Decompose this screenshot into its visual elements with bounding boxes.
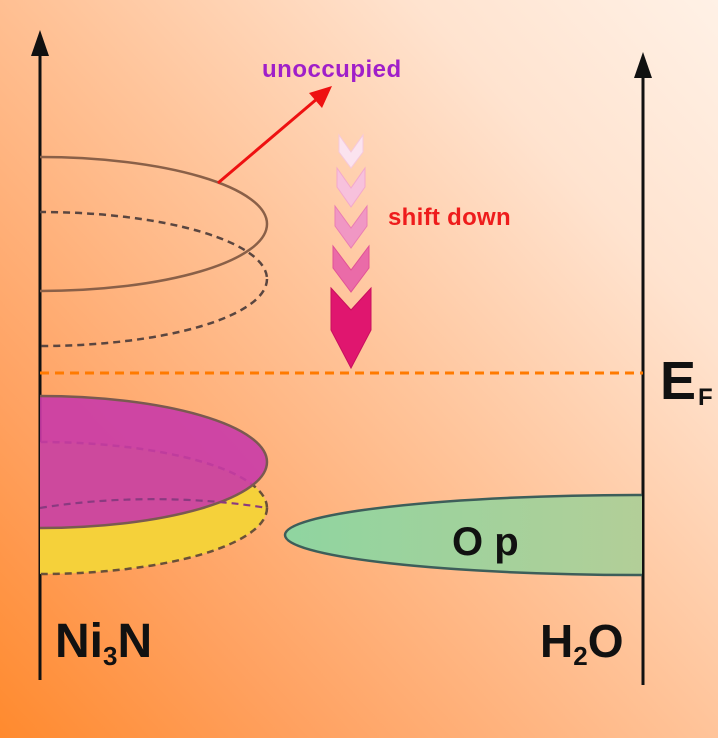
h2o-label-o: O	[587, 615, 624, 667]
h2o-label-sub: 2	[573, 641, 588, 671]
ni3n-label-n: N	[117, 615, 153, 668]
left-energy-axis	[31, 30, 49, 680]
fermi-level-label-main: E	[660, 351, 697, 411]
unoccupied-arrow	[217, 86, 332, 185]
h2o-label-h: H	[540, 615, 574, 667]
op-orbital-label: O p	[452, 520, 519, 564]
shift-down-label: shift down	[388, 204, 511, 231]
occupied-band-magenta	[40, 394, 269, 530]
right-energy-axis	[634, 52, 652, 685]
occupied-bands	[40, 394, 269, 576]
h2o-label: H2O	[540, 614, 624, 671]
unoccupied-bands	[40, 155, 269, 348]
ni3n-label-ni: Ni	[55, 615, 103, 668]
shifted-unoccupied-band-dashed	[40, 210, 269, 348]
ni3n-label: Ni3N	[55, 614, 153, 671]
unoccupied-band-solid	[40, 155, 269, 293]
fermi-level-label: EF	[660, 350, 713, 412]
fermi-level-label-sub: F	[698, 384, 713, 411]
unoccupied-label: unoccupied	[262, 56, 402, 83]
occupied-band-dashed-overlap	[40, 498, 268, 510]
op-orbital	[283, 493, 642, 577]
shift-down-arrow	[330, 133, 372, 370]
ni3n-label-sub: 3	[103, 641, 118, 671]
